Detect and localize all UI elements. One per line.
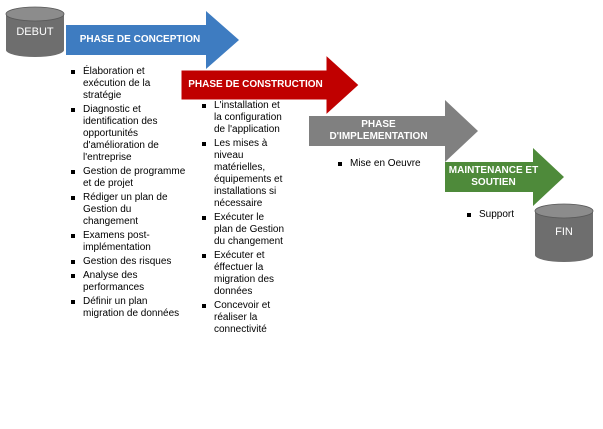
list-item: Concevoir et réaliser la connectivité [199,300,285,336]
start-cylinder-body [6,14,64,57]
list-item-text: Diagnostic et identification des opportu… [83,104,159,163]
list-item-text: Analyse des performances [83,270,145,293]
bullet-icon [71,274,75,278]
list-item: Élaboration et exécution de la stratégie [68,66,186,102]
arrow-construction [180,53,360,117]
bullet-icon [202,104,206,108]
arrow-maintenance-label: MAINTENANCE ET SOUTIEN [448,165,539,188]
list-item: Mise en Oeuvre [335,158,445,170]
start-label: DEBUT [16,26,54,38]
arrow-construction-shape [180,53,360,117]
bullet-icon [71,234,75,238]
arrow-implementation-label: PHASE D'IMPLEMENTATION [329,119,428,142]
end-cylinder-body [535,211,593,262]
end-cylinder [534,203,594,262]
list-item: Gestion des risques [68,256,186,268]
conception-list: Élaboration et exécution de la stratégie… [68,66,186,322]
list-item: Gestion de programme et de projet [68,166,186,190]
end-label: FIN [555,226,573,238]
bullet-icon [71,108,75,112]
list-item-text: Examens post-implémentation [83,230,151,253]
arrow-conception-shape [66,11,239,69]
bullet-icon [202,216,206,220]
start-cylinder-top [5,6,65,22]
bullet-icon [71,70,75,74]
bullet-icon [71,260,75,264]
list-item-text: Gestion des risques [83,256,172,267]
list-item-text: Les mises à niveau matérielles, équipeme… [214,138,283,209]
arrow-maintenance-shape [445,148,564,206]
arrow-maintenance [445,148,564,206]
list-item: Rédiger un plan de Gestion du changement [68,192,186,228]
list-item: Support [464,209,534,221]
list-item-text: Définir un plan migration de données [83,296,180,319]
arrow-construction-label: PHASE DE CONSTRUCTION [188,79,323,90]
list-item-text: Exécuter et éffectuer la migration des d… [214,250,275,297]
bullet-icon [202,254,206,258]
list-item: L'installation et la configuration de l'… [199,100,285,136]
bullet-icon [467,213,471,217]
list-item: Exécuter et éffectuer la migration des d… [199,250,285,298]
arrow-implementation-shape [309,100,478,162]
arrow-conception-label: PHASE DE CONCEPTION [79,34,201,45]
list-item-text: Support [479,209,515,220]
bullet-icon [202,304,206,308]
list-item-text: Élaboration et exécution de la stratégie [83,66,151,101]
list-item: Analyse des performances [68,270,186,294]
construction-list: L'installation et la configuration de l'… [199,100,285,338]
end-cylinder-top [534,203,594,219]
list-item: Examens post-implémentation [68,230,186,254]
list-item: Exécuter le plan de Gestion du changemen… [199,212,285,248]
bullet-icon [202,142,206,146]
list-item-text: Exécuter le plan de Gestion du changemen… [214,212,285,247]
list-item-text: Rédiger un plan de Gestion du changement [83,192,168,227]
arrow-implementation [309,100,478,162]
list-item: Définir un plan migration de données [68,296,186,320]
list-item: Diagnostic et identification des opportu… [68,104,186,164]
bullet-icon [71,196,75,200]
list-item-text: Gestion de programme et de projet [83,166,186,189]
list-item-text: Concevoir et réaliser la connectivité [214,300,271,335]
maintenance-list: Support [464,209,534,223]
list-item-text: Mise en Oeuvre [350,158,421,169]
bullet-icon [71,300,75,304]
list-item: Les mises à niveau matérielles, équipeme… [199,138,285,210]
bullet-icon [71,170,75,174]
list-item-text: L'installation et la configuration de l'… [214,100,282,135]
implementation-list: Mise en Oeuvre [335,158,445,172]
bullet-icon [338,162,342,166]
arrow-conception [66,11,239,69]
start-cylinder [5,6,65,57]
